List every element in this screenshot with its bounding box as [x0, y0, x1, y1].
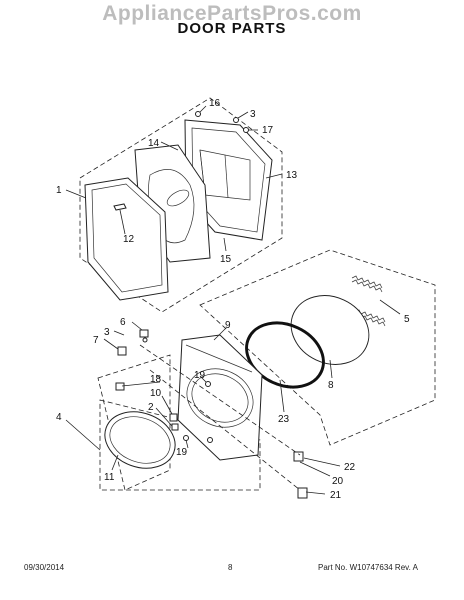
part-18-bumper	[115, 382, 125, 391]
callout-1: 1	[56, 185, 62, 196]
footer-part-number: Part No. W10747634 Rev. A	[318, 563, 418, 572]
page-title: DOOR PARTS	[177, 20, 287, 37]
callout-16: 16	[209, 98, 221, 109]
callout-19-lower: 19	[176, 447, 188, 458]
callout-10: 10	[150, 388, 162, 399]
callout-21: 21	[330, 490, 342, 501]
part-3-screw-upper	[233, 117, 239, 123]
callout-14: 14	[148, 138, 160, 149]
callout-17: 17	[262, 125, 274, 136]
part-23-window-gasket	[245, 321, 325, 389]
callout-18: 18	[150, 374, 162, 385]
part-17-screw	[243, 127, 249, 133]
callout-5: 5	[404, 314, 410, 325]
callout-12: 12	[123, 234, 135, 245]
lower-right-outline	[199, 249, 436, 446]
lower-left-outline	[97, 354, 171, 491]
callout-19-upper: 19	[194, 370, 206, 381]
part-7-latch	[117, 346, 127, 356]
part-12-door-handle	[113, 203, 127, 211]
callout-labels: 1 14 16 3 17 13 12 15 5 6 3 7 9 8 18 19 …	[56, 98, 410, 501]
part-5-glass-clips	[351, 275, 386, 327]
callout-8: 8	[328, 380, 334, 391]
part-9-door-frame	[177, 334, 263, 461]
part-3-screw-lower	[142, 337, 148, 343]
callout-2: 2	[148, 402, 154, 413]
upper-door-group	[79, 97, 283, 313]
callout-23: 23	[278, 414, 290, 425]
part-19-screw-lower	[183, 435, 189, 441]
callout-3-upper: 3	[250, 109, 256, 120]
callout-11: 11	[104, 472, 115, 483]
part-2-insert	[171, 423, 179, 431]
footer-date: 09/30/2014	[24, 563, 65, 572]
lower-frame-outline	[99, 399, 261, 491]
part-21-hinge	[297, 487, 308, 499]
callout-4: 4	[56, 412, 62, 423]
leader-lines	[65, 105, 401, 495]
watermark-logo: AppliancePartsPros.com	[102, 2, 362, 25]
callout-13: 13	[286, 170, 298, 181]
callout-6: 6	[120, 317, 126, 328]
callout-7: 7	[93, 335, 99, 346]
upper-group-outline	[79, 97, 283, 313]
footer-page-number: 8	[228, 563, 233, 572]
part-22-hinge-bracket	[293, 451, 304, 462]
callout-15: 15	[220, 254, 232, 265]
callout-9: 9	[225, 320, 231, 331]
part-6-hinge-block	[139, 329, 149, 338]
part-19-screw-upper	[205, 381, 211, 387]
callout-3-lower: 3	[104, 327, 110, 338]
part-1-outer-door-panel	[84, 177, 169, 301]
part-16-screw	[195, 111, 201, 117]
part-10-strike	[169, 413, 178, 422]
lower-door-group	[97, 249, 436, 499]
callout-20: 20	[332, 476, 344, 487]
part-11-trim-ring	[104, 411, 176, 469]
part-8-window-glass	[290, 295, 370, 365]
callout-22: 22	[344, 462, 356, 473]
